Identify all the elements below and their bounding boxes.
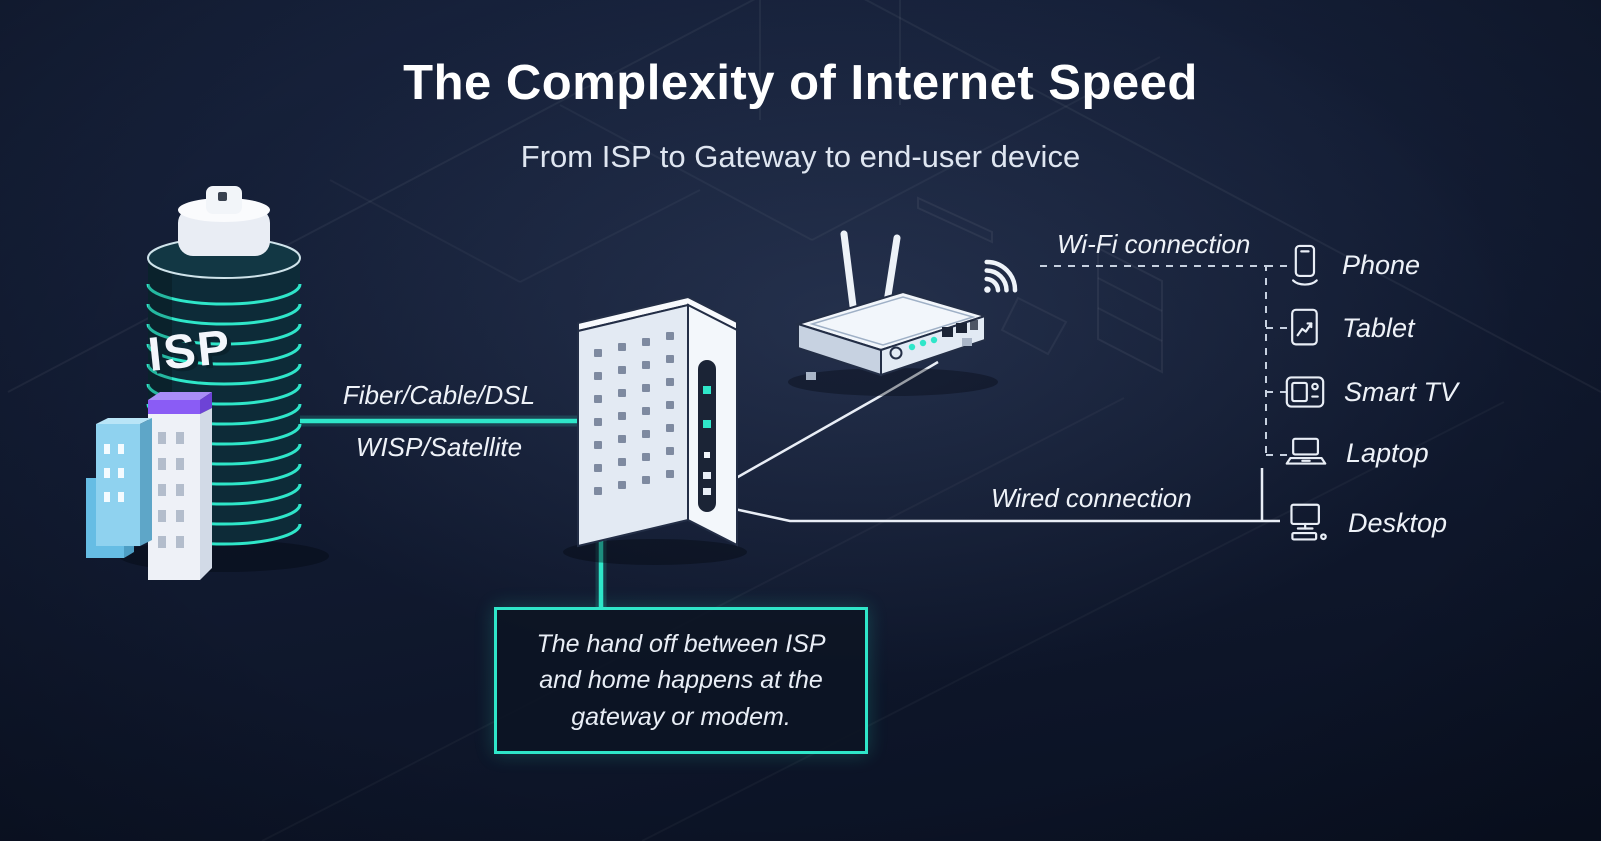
device-label-tablet: Tablet xyxy=(1342,312,1415,343)
fiber-cable-dsl-label: Fiber/Cable/DSL xyxy=(342,380,536,410)
wired-connection-line xyxy=(715,503,1280,523)
wired-connection-label: Wired connection xyxy=(991,483,1192,513)
router-to-modem-cable xyxy=(721,360,939,488)
isp-building-illustration: ISP ISP xyxy=(86,186,329,580)
device-label-smart-tv: Smart TV xyxy=(1344,376,1459,407)
wifi-dashed-line xyxy=(1040,265,1267,455)
connection-lines xyxy=(300,265,1292,609)
router-antenna-left xyxy=(840,230,857,310)
device-row-laptop: Laptop xyxy=(1284,427,1429,479)
router-antenna-right xyxy=(883,234,901,306)
smart-tv-icon xyxy=(1284,372,1326,412)
device-label-phone: Phone xyxy=(1342,249,1421,280)
router-illustration xyxy=(788,230,998,396)
callout-box: The hand off between ISP and home happen… xyxy=(494,607,868,754)
device-label-laptop: Laptop xyxy=(1346,437,1429,468)
device-row-desktop: Desktop xyxy=(1284,497,1447,549)
device-row-smart-tv: Smart TV xyxy=(1284,366,1458,418)
isp-building-label-shadow: ISP xyxy=(150,324,238,385)
device-row-tablet: Tablet xyxy=(1284,302,1415,354)
page-subtitle: From ISP to Gateway to end-user device xyxy=(520,139,1081,174)
wisp-satellite-label: WISP/Satellite xyxy=(355,432,523,462)
wifi-connection-label: Wi-Fi connection xyxy=(1057,229,1251,259)
router-power-icon xyxy=(889,346,903,360)
modem-led-panel xyxy=(698,360,716,512)
modem-illustration xyxy=(563,295,747,565)
desktop-icon xyxy=(1284,502,1330,544)
wifi-signal-icon xyxy=(984,259,1018,293)
isp-building-label: ISP xyxy=(146,321,234,382)
device-row-phone: Phone xyxy=(1284,239,1420,291)
page-title: The Complexity of Internet Speed xyxy=(403,56,1198,110)
laptop-icon xyxy=(1284,435,1328,472)
tablet-icon xyxy=(1284,306,1324,350)
phone-icon xyxy=(1284,243,1324,287)
callout-text: The hand off between ISP and home happen… xyxy=(536,630,826,731)
floorplan-background-illustration xyxy=(7,0,1601,393)
device-label-desktop: Desktop xyxy=(1348,507,1448,538)
